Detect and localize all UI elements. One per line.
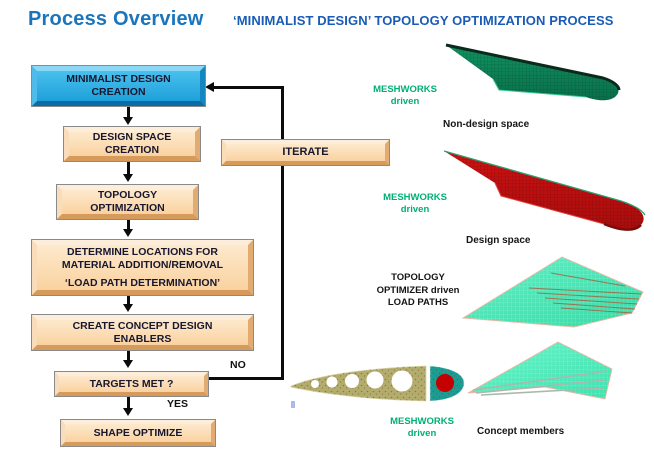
flow-box-line: MATERIAL ADDITION/REMOVAL <box>61 258 224 271</box>
flow-box-shape-optimize: SHAPE OPTIMIZE <box>60 419 216 447</box>
flow-box-line: ‘LOAD PATH DETERMINATION’ <box>64 276 221 289</box>
no-branch-label: NO <box>230 359 246 371</box>
page-subtitle: ‘MINIMALIST DESIGN’ TOPOLOGY OPTIMIZATIO… <box>233 13 614 28</box>
flow-box-minimalist-design-creation: MINIMALIST DESIGN CREATION <box>31 65 206 107</box>
topology-optimizer-line: TOPOLOGY <box>391 272 445 283</box>
flow-box-iterate: ITERATE <box>221 139 390 166</box>
flow-box-line: SHAPE OPTIMIZE <box>93 426 183 439</box>
topology-optimizer-line: LOAD PATHS <box>387 297 449 308</box>
topology-optimizer-label: TOPOLOGY OPTIMIZER driven LOAD PATHS <box>368 272 468 310</box>
flow-arrowhead-icon <box>122 229 133 237</box>
non-design-space-wing-image <box>445 43 621 101</box>
flow-box-create-concept-design-enablers: CREATE CONCEPT DESIGN ENABLERS <box>31 314 254 351</box>
meshworks-label-line: MESHWORKS <box>373 84 437 95</box>
rib-cross-section-image <box>290 365 465 402</box>
feedback-line-bottom <box>208 377 284 380</box>
meshworks-driven-label-mid: MESHWORKS driven <box>375 192 455 216</box>
flow-box-line: DESIGN SPACE <box>92 131 172 143</box>
flow-box-line: ITERATE <box>282 146 329 158</box>
topology-optimizer-line: OPTIMIZER driven <box>376 284 460 296</box>
meshworks-label-line: MESHWORKS <box>383 192 447 203</box>
feedback-line-top <box>213 86 283 89</box>
flow-box-line: TOPOLOGY <box>97 189 158 201</box>
flow-arrowhead-icon <box>122 304 133 312</box>
flow-box-determine-locations: DETERMINE LOCATIONS FOR MATERIAL ADDITIO… <box>31 239 254 296</box>
flow-arrow <box>127 295 130 305</box>
flow-box-design-space-creation: DESIGN SPACE CREATION <box>63 126 201 162</box>
flow-arrow <box>127 106 130 118</box>
design-space-label: Design space <box>466 235 531 246</box>
flow-box-line: OPTIMIZATION <box>90 202 165 214</box>
flow-box-line: MINIMALIST DESIGN <box>66 73 171 85</box>
flow-arrowhead-icon <box>122 174 133 182</box>
flow-arrow <box>127 350 130 361</box>
flow-arrowhead-icon <box>122 360 133 368</box>
flow-box-line: ENABLERS <box>113 332 172 345</box>
non-design-space-label: Non-design space <box>443 119 530 130</box>
design-space-wing-image <box>443 150 646 231</box>
meshworks-label-line: driven <box>390 96 420 107</box>
concept-members-label: Concept members <box>477 426 565 437</box>
flow-arrowhead-icon <box>122 408 133 416</box>
flow-arrow <box>127 396 130 409</box>
feedback-arrowhead-icon <box>205 82 214 92</box>
stray-mark <box>291 401 295 408</box>
load-paths-wing-image <box>461 256 644 328</box>
flow-arrow <box>127 161 130 175</box>
page-title: Process Overview <box>28 8 204 30</box>
flow-arrowhead-icon <box>122 117 133 125</box>
flow-box-topology-optimization: TOPOLOGY OPTIMIZATION <box>56 184 199 220</box>
flow-box-line: TARGETS MET ? <box>89 377 174 390</box>
meshworks-label-line: driven <box>400 204 430 215</box>
meshworks-label-line: MESHWORKS <box>390 416 454 427</box>
yes-branch-label: YES <box>167 398 189 410</box>
meshworks-driven-label-bottom: MESHWORKS driven <box>380 416 464 440</box>
flow-box-line: DETERMINE LOCATIONS FOR <box>67 245 218 258</box>
feedback-line-vertical <box>281 86 284 379</box>
meshworks-driven-label-top: MESHWORKS driven <box>365 84 445 108</box>
flow-box-line: CREATE CONCEPT DESIGN <box>72 319 213 332</box>
flow-box-line: CREATION <box>91 86 146 98</box>
flow-box-line: CREATION <box>104 144 160 156</box>
meshworks-label-line: driven <box>407 428 437 439</box>
concept-members-wing-image <box>467 341 613 400</box>
flow-arrow <box>127 219 130 230</box>
flow-box-targets-met: TARGETS MET ? <box>54 371 209 397</box>
